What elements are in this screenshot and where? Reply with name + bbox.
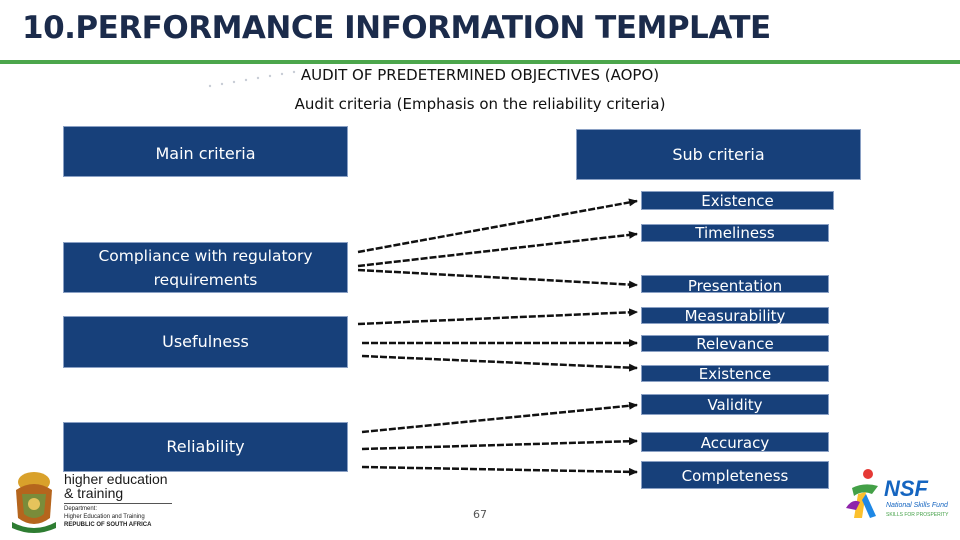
sub-criteria-header: Sub criteria xyxy=(576,129,861,180)
dhet-dept-label: Department: xyxy=(64,506,98,512)
main-criterion-usefulness: Usefulness xyxy=(63,316,348,368)
subtitle-audit-criteria: Audit criteria (Emphasis on the reliabil… xyxy=(294,95,666,113)
sub-criterion-accuracy: Accuracy xyxy=(641,432,829,452)
main-criterion-reliability: Reliability xyxy=(63,422,348,472)
sub-criterion-measurability: Measurability xyxy=(641,307,829,325)
decorative-dots xyxy=(208,68,308,88)
nsf-full-name: National Skills Fund xyxy=(886,502,948,509)
arrow-usefulness-existence xyxy=(361,354,638,372)
main-criterion-compliance: Compliance with regulatory requirements xyxy=(63,242,348,293)
arrow-reliability-completeness xyxy=(361,465,638,476)
nsf-logo: NSF National Skills Fund SKILLS FOR PROS… xyxy=(844,468,956,530)
arrow-usefulness-measurability xyxy=(357,308,638,326)
nsf-tagline: SKILLS FOR PROSPERITY xyxy=(886,512,949,518)
nsf-figure-icon xyxy=(846,469,878,518)
dhet-name-line-2: & training xyxy=(64,485,124,501)
nsf-wordmark: NSF xyxy=(884,476,928,501)
dhet-divider xyxy=(64,503,172,504)
sub-criterion-relevance: Relevance xyxy=(641,335,829,353)
arrow-compliance-timeliness xyxy=(357,230,638,268)
sub-criterion-existence-2: Existence xyxy=(641,365,829,383)
coat-of-arms-icon xyxy=(12,472,56,533)
dhet-dept-name: Higher Education and Training xyxy=(64,514,145,520)
arrow-compliance-presentation xyxy=(357,268,638,289)
sub-criterion-validity: Validity xyxy=(641,394,829,415)
dhet-name-line-1: higher education xyxy=(64,471,168,487)
sub-criterion-timeliness: Timeliness xyxy=(641,224,829,242)
arrow-reliability-validity xyxy=(361,401,638,434)
main-criteria-header: Main criteria xyxy=(63,126,348,177)
page-title: 10.PERFORMANCE INFORMATION TEMPLATE xyxy=(22,10,771,46)
sub-criterion-completeness: Completeness xyxy=(641,461,829,489)
arrow-compliance-existence xyxy=(357,198,638,254)
subtitle-aopo: AUDIT OF PREDETERMINED OBJECTIVES (AOPO) xyxy=(300,66,660,84)
page-number: 67 xyxy=(473,508,487,521)
dhet-logo: higher education & training Department: … xyxy=(6,468,176,536)
dhet-country: REPUBLIC OF SOUTH AFRICA xyxy=(64,522,152,528)
title-underline xyxy=(0,60,960,64)
sub-criterion-existence-1: Existence xyxy=(641,191,834,210)
arrow-reliability-accuracy xyxy=(361,437,638,451)
sub-criterion-presentation: Presentation xyxy=(641,275,829,295)
